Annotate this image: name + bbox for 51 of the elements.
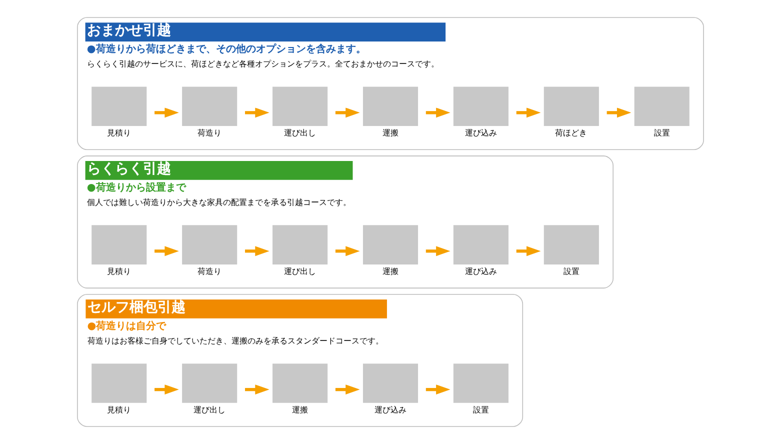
node-label: 運び出し [283,128,316,138]
node-label: 運搬 [292,405,308,414]
node-box [272,86,328,126]
node-label: 運搬 [382,128,398,138]
node-box [272,364,328,403]
arrow [425,108,450,118]
node-box [362,364,418,403]
node-label: 見積り [106,405,130,414]
node-box [272,225,328,264]
node-label: 設置 [472,405,489,414]
arrow [516,246,540,256]
node-box [452,364,508,403]
arrow [244,384,269,395]
arrow [425,384,450,395]
arrow [606,108,631,118]
node-box [543,225,598,264]
arrow [154,246,178,256]
node-box [91,225,146,264]
arrow [516,108,540,118]
node-label: 運び込み [374,405,406,414]
node-box [182,86,237,126]
node-box [362,86,418,126]
node-label: 運び込み [464,128,496,138]
arrow [334,246,360,256]
node-label: 運搬 [382,266,398,276]
node-label: 荷造り [196,128,221,138]
node-box [452,86,508,126]
node-box [634,86,689,126]
node-box [182,225,237,264]
node-label: 設置 [563,266,580,276]
arrow [244,246,269,256]
node-label: 運び出し [283,266,316,276]
arrow [334,108,360,118]
node-label: 見積り [106,128,130,138]
arrow [244,108,269,118]
arrow [154,108,178,118]
node-label: 設置 [654,128,670,138]
node-box [91,86,146,126]
node-label: 運び込み [464,266,496,276]
node-box [91,364,146,403]
arrow [334,384,360,395]
arrow [154,384,178,395]
node-label: 荷ほどき [554,128,586,138]
node-box [182,364,237,403]
node-box [452,225,508,264]
node-label: 運び出し [192,405,225,414]
node-box [543,86,598,126]
node-label: 見積り [106,266,130,276]
node-label: 荷造り [196,266,221,276]
arrow [425,246,450,256]
node-box [362,225,418,264]
